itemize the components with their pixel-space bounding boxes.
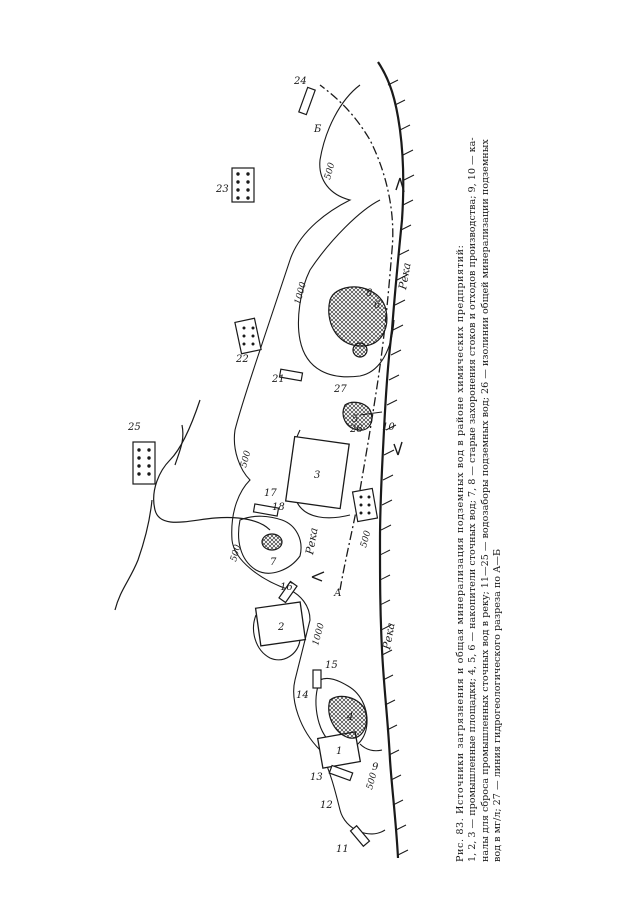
well-label-24: 24: [293, 76, 307, 87]
caption-title: Рис. 83. Источники загрязнения и общая м…: [455, 244, 466, 862]
caption-line-4: вод в мг/л; 27 — линия гидрогеологическо…: [492, 548, 504, 862]
well-label-13: 13: [310, 772, 323, 783]
river-label-mid: Река: [303, 527, 321, 557]
old-burials: [261, 342, 368, 551]
site-label-1: 1: [336, 746, 342, 757]
industrial-sites: [254, 435, 362, 769]
map-labels: Река Река Река 1 2 3 4 5 6 7 8 9 10 11 1…: [127, 76, 414, 855]
well-label-15: 15: [325, 660, 338, 671]
well-label-18: 18: [272, 502, 285, 513]
isoline-1000-a: 1000: [293, 281, 309, 306]
isoline-500-b: 500: [239, 449, 253, 468]
burial-label-7: 7: [270, 557, 277, 568]
well-label-21: 21: [271, 374, 285, 385]
well-label-12: 12: [320, 800, 333, 811]
well-label-22: 22: [235, 354, 249, 365]
storage-ponds: [328, 286, 388, 739]
pond-label-5: 5: [352, 414, 358, 425]
label-26: 26: [349, 424, 363, 435]
isoline-500-a: 500: [323, 161, 337, 180]
section-label-a: А: [333, 588, 342, 599]
section-label-b: Б: [313, 124, 322, 135]
isoline-500-e: 500: [359, 529, 373, 548]
isoline-500-c: 500: [229, 543, 243, 562]
canal-label-9: 9: [372, 762, 379, 773]
label-27: 27: [333, 384, 347, 395]
pond-label-6: 6: [374, 300, 381, 311]
site-label-3: 3: [314, 470, 320, 481]
well-label-25: 25: [127, 422, 141, 433]
figure-caption: Рис. 83. Источники загрязнения и общая м…: [455, 62, 503, 862]
caption-line-2: 1, 2, 3 — промышленные площадки; 4, 5, 6…: [467, 137, 479, 862]
river-label-bottom: Река: [380, 622, 398, 652]
well-label-16: 16: [280, 582, 293, 593]
well-label-17: 17: [264, 488, 277, 499]
isoline-500-d: 500: [365, 771, 379, 790]
isoline-1000-b: 1000: [311, 622, 327, 647]
flow-arrows: [311, 177, 405, 582]
pond-label-4: 4: [346, 712, 353, 723]
river-bank: [377, 61, 415, 859]
well-label-14: 14: [296, 690, 309, 701]
site-label-2: 2: [277, 622, 284, 633]
burial-label-8: 8: [366, 288, 372, 299]
river-label-top: Река: [396, 262, 414, 292]
canal-label-10: 10: [382, 422, 395, 433]
well-label-23: 23: [215, 184, 229, 195]
wells: [132, 86, 379, 848]
canals: [359, 411, 383, 752]
well-label-11: 11: [336, 844, 349, 855]
caption-line-3: налы для сброса промышленных сточных вод…: [479, 139, 491, 862]
